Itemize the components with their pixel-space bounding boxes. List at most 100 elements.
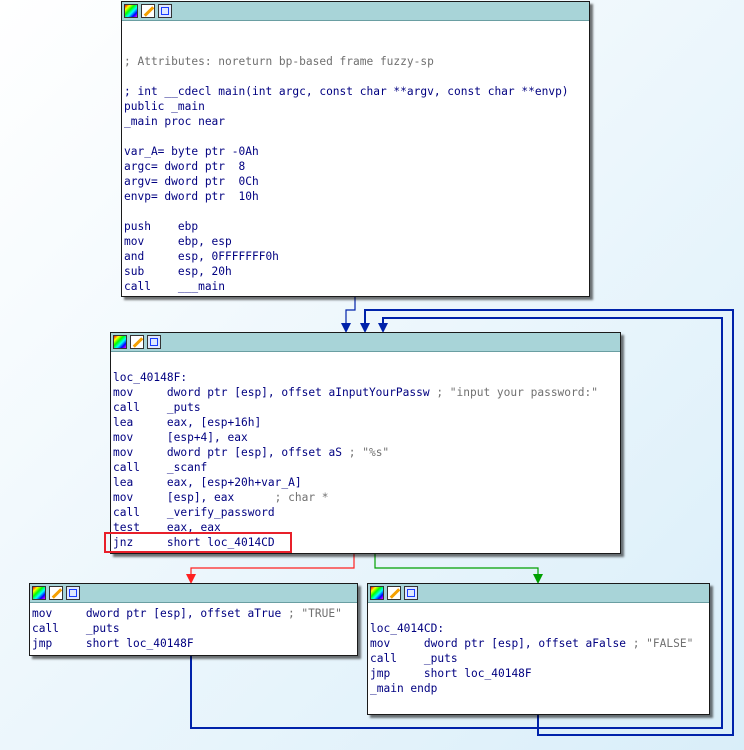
jnz-highlight — [104, 532, 292, 553]
code-line[interactable]: argv= dword ptr 0Ch — [124, 174, 587, 189]
code-line[interactable]: mov dword ptr [esp], offset aFalse ; "FA… — [370, 636, 707, 651]
arrow-head — [533, 574, 543, 584]
instruction-text: public _main — [124, 100, 205, 113]
instruction-text: call _puts — [113, 401, 201, 414]
code-line[interactable]: public _main — [124, 99, 587, 114]
code-line[interactable]: call _puts — [113, 400, 618, 415]
code-block-true[interactable]: mov dword ptr [esp], offset aTrue ; "TRU… — [29, 583, 358, 656]
code-line[interactable]: argc= dword ptr 8 — [124, 159, 587, 174]
comment-text: ; "FALSE" — [625, 637, 694, 650]
instruction-text: envp= dword ptr 10h — [124, 190, 259, 203]
node-body: mov dword ptr [esp], offset aTrue ; "TRU… — [30, 603, 357, 651]
code-line[interactable]: call _puts — [370, 651, 707, 666]
instruction-text: ; int __cdecl main(int argc, const char … — [124, 85, 569, 98]
arrow-head — [341, 323, 351, 333]
instruction-text: call _verify_password — [113, 506, 275, 519]
code-line[interactable]: call _puts — [32, 621, 355, 636]
instruction-text: mov [esp], eax — [113, 491, 235, 504]
comment-text: ; "%s" — [342, 446, 390, 459]
node-toolbar — [122, 2, 589, 21]
instruction-text: var_A= byte ptr -0Ah — [124, 145, 259, 158]
node-body: loc_40148F:mov dword ptr [esp], offset a… — [111, 352, 620, 550]
code-line[interactable]: _main endp — [370, 681, 707, 696]
edge-loop-false — [364, 309, 734, 736]
blank-line — [124, 204, 587, 219]
instruction-text: test eax, eax — [113, 521, 221, 534]
blank-line — [124, 39, 587, 54]
code-line[interactable]: call _verify_password — [113, 505, 618, 520]
instruction-text: mov dword ptr [esp], offset aS — [113, 446, 343, 459]
code-block-loc-40148f[interactable]: loc_40148F:mov dword ptr [esp], offset a… — [110, 332, 621, 554]
node-toolbar — [111, 333, 620, 352]
edit-icon[interactable] — [387, 586, 401, 600]
palette-icon[interactable] — [32, 586, 46, 600]
code-line[interactable]: lea eax, [esp+16h] — [113, 415, 618, 430]
instruction-text: lea eax, [esp+16h] — [113, 416, 262, 429]
edit-icon[interactable] — [49, 586, 63, 600]
code-block-main[interactable]: ; Attributes: noreturn bp-based frame fu… — [121, 1, 590, 297]
instruction-text: mov dword ptr [esp], offset aTrue — [32, 607, 282, 620]
instruction-text: loc_4014CD: — [370, 622, 445, 635]
node-body: loc_4014CD:mov dword ptr [esp], offset a… — [368, 603, 709, 696]
instruction-text: argv= dword ptr 0Ch — [124, 175, 259, 188]
code-line[interactable]: loc_40148F: — [113, 370, 618, 385]
code-line[interactable]: mov [esp+4], eax — [113, 430, 618, 445]
instruction-text: lea eax, [esp+20h+var_A] — [113, 476, 302, 489]
code-line[interactable]: envp= dword ptr 10h — [124, 189, 587, 204]
code-line[interactable]: mov dword ptr [esp], offset aS ; "%s" — [113, 445, 618, 460]
node-toolbar — [368, 584, 709, 603]
graph-icon[interactable] — [404, 586, 418, 600]
code-line[interactable]: sub esp, 20h — [124, 264, 587, 279]
palette-icon[interactable] — [124, 4, 138, 18]
code-block-loc-4014cd[interactable]: loc_4014CD:mov dword ptr [esp], offset a… — [367, 583, 710, 715]
instruction-text: argc= dword ptr 8 — [124, 160, 246, 173]
code-line[interactable]: test eax, eax — [113, 520, 618, 535]
edge-true — [190, 553, 355, 580]
instruction-text: jnz short loc_4014CD — [113, 536, 275, 549]
code-line[interactable]: call _scanf — [113, 460, 618, 475]
edge-false — [374, 553, 539, 580]
node-toolbar — [30, 584, 357, 603]
palette-icon[interactable] — [113, 335, 127, 349]
instruction-text: sub esp, 20h — [124, 265, 232, 278]
blank-line — [370, 606, 707, 621]
instruction-text: call ___main — [124, 280, 226, 293]
code-line[interactable]: mov dword ptr [esp], offset aInputYourPa… — [113, 385, 618, 400]
instruction-text: call _scanf — [113, 461, 208, 474]
graph-icon[interactable] — [147, 335, 161, 349]
code-line[interactable]: ; int __cdecl main(int argc, const char … — [124, 84, 587, 99]
instruction-text: mov [esp+4], eax — [113, 431, 248, 444]
code-line[interactable]: mov dword ptr [esp], offset aTrue ; "TRU… — [32, 606, 355, 621]
code-line[interactable]: mov ebp, esp — [124, 234, 587, 249]
instruction-text: push ebp — [124, 220, 199, 233]
instruction-text: loc_40148F: — [113, 371, 188, 384]
instruction-text: and esp, 0FFFFFFF0h — [124, 250, 279, 263]
instruction-text: _main proc near — [124, 115, 226, 128]
code-line[interactable]: mov [esp], eax ; char * — [113, 490, 618, 505]
arrow-head — [360, 323, 370, 333]
graph-icon[interactable] — [66, 586, 80, 600]
code-line[interactable]: call ___main — [124, 279, 587, 294]
blank-line — [124, 24, 587, 39]
code-line[interactable]: _main proc near — [124, 114, 587, 129]
code-line[interactable]: var_A= byte ptr -0Ah — [124, 144, 587, 159]
arrow-head — [378, 323, 388, 333]
edit-icon[interactable] — [141, 4, 155, 18]
comment-text: ; "input your password:" — [429, 386, 598, 399]
code-line[interactable]: loc_4014CD: — [370, 621, 707, 636]
code-line[interactable]: and esp, 0FFFFFFF0h — [124, 249, 587, 264]
graph-icon[interactable] — [158, 4, 172, 18]
comment-text: ; "TRUE" — [281, 607, 342, 620]
node-body: ; Attributes: noreturn bp-based frame fu… — [122, 21, 589, 294]
code-line[interactable]: ; Attributes: noreturn bp-based frame fu… — [124, 54, 587, 69]
code-line[interactable]: jmp short loc_40148F — [32, 636, 355, 651]
code-line[interactable]: push ebp — [124, 219, 587, 234]
comment-text: ; char * — [234, 491, 329, 504]
code-line[interactable]: jnz short loc_4014CD — [113, 535, 618, 550]
code-line[interactable]: lea eax, [esp+20h+var_A] — [113, 475, 618, 490]
palette-icon[interactable] — [370, 586, 384, 600]
edit-icon[interactable] — [130, 335, 144, 349]
instruction-text: mov ebp, esp — [124, 235, 232, 248]
code-line[interactable]: jmp short loc_40148F — [370, 666, 707, 681]
